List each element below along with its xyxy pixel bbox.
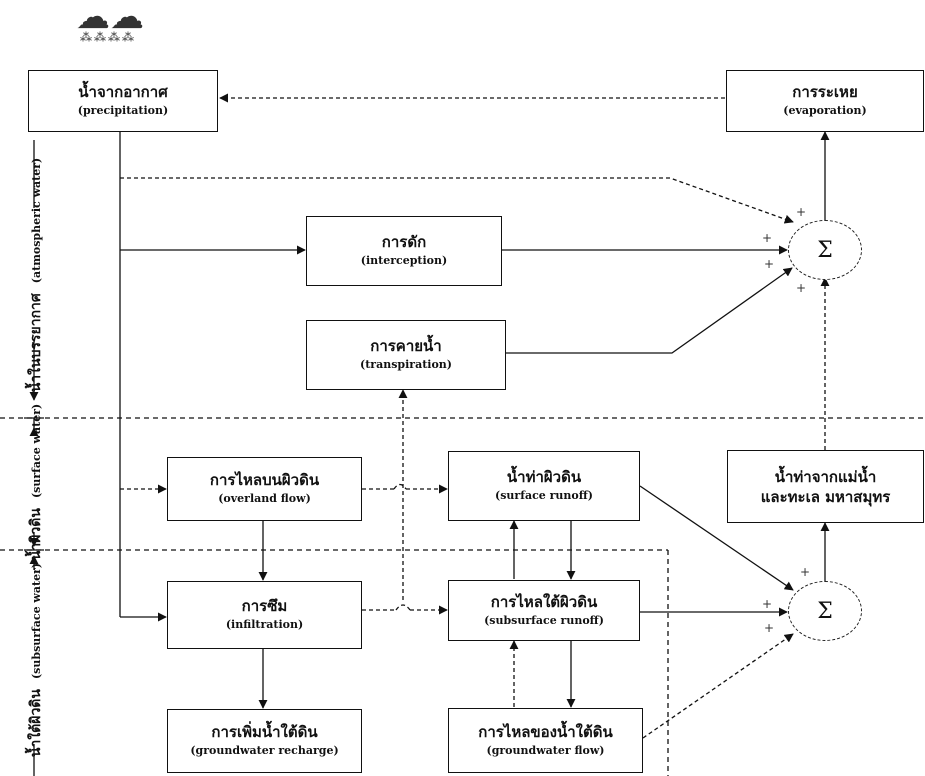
overland-flow-en: (overland flow) — [218, 492, 311, 505]
plus-sign: + — [800, 565, 811, 579]
rain-drops-icon: ⁂⁂⁂⁂ — [80, 30, 136, 44]
node-precipitation: น้ำจากอากาศ (precipitation) — [28, 70, 218, 132]
zone-subsurface-th: น้ำใต้ผิวดิน — [28, 689, 44, 758]
node-overland-flow: การไหลบนผิวดิน (overland flow) — [167, 457, 362, 521]
summation-node-upper: Σ — [788, 220, 862, 280]
zone-subsurface-en: (subsurface water) — [30, 562, 43, 680]
zone-atmospheric-en: (atmospheric water) — [30, 157, 43, 284]
river-line1: น้ำท่าจากแม่น้ำ — [774, 467, 877, 486]
node-transpiration: การคายน้ำ (transpiration) — [306, 320, 506, 390]
evaporation-en: (evaporation) — [783, 104, 867, 117]
subsurface-runoff-th: การไหลใต้ผิวดิน — [490, 592, 598, 611]
node-infiltration: การซึม (infiltration) — [167, 581, 362, 649]
plus-sign: + — [762, 231, 773, 245]
transpiration-th: การคายน้ำ — [370, 337, 442, 355]
infiltration-en: (infiltration) — [225, 618, 304, 631]
interception-en: (interception) — [360, 254, 448, 267]
node-groundwater-flow: การไหลของน้ำใต้ดิน (groundwater flow) — [448, 708, 643, 773]
zone-surface-en: (surface water) — [30, 403, 43, 499]
river-line2: และทะเล มหาสมุทร — [760, 487, 891, 506]
interception-th: การดัก — [381, 233, 427, 251]
overland-flow-th: การไหลบนผิวดิน — [209, 471, 320, 489]
groundwater-recharge-th: การเพิ่มน้ำใต้ดิน — [211, 723, 318, 741]
groundwater-recharge-en: (groundwater recharge) — [190, 744, 339, 757]
node-groundwater-recharge: การเพิ่มน้ำใต้ดิน (groundwater recharge) — [167, 709, 362, 773]
plus-sign: + — [796, 281, 807, 295]
plus-sign: + — [764, 621, 775, 635]
node-interception: การดัก (interception) — [306, 216, 502, 286]
evaporation-th: การระเหย — [792, 83, 858, 101]
zone-label-subsurface: น้ำใต้ผิวดิน (subsurface water) — [25, 563, 47, 757]
summation-symbol-upper: Σ — [817, 237, 833, 263]
summation-node-lower: Σ — [788, 581, 862, 641]
surface-runoff-th: น้ำท่าผิวดิน — [506, 468, 582, 486]
transpiration-en: (transpiration) — [360, 358, 452, 371]
zone-label-atmospheric: น้ำในบรรยากาศ (atmospheric water) — [25, 158, 47, 393]
zone-label-surface: น้ำผิวดิน (surface water) — [25, 404, 47, 560]
node-surface-runoff: น้ำท่าผิวดิน (surface runoff) — [448, 451, 640, 521]
plus-sign: + — [764, 257, 775, 271]
infiltration-th: การซึม — [241, 597, 288, 615]
zone-atmospheric-th: น้ำในบรรยากาศ — [28, 293, 44, 393]
plus-sign: + — [762, 597, 773, 611]
groundwater-flow-en: (groundwater flow) — [486, 743, 605, 757]
plus-sign: + — [796, 205, 807, 219]
summation-symbol-lower: Σ — [817, 598, 833, 624]
surface-runoff-en: (surface runoff) — [495, 489, 593, 502]
precipitation-en: (precipitation) — [77, 104, 169, 117]
zone-surface-th: น้ำผิวดิน — [28, 508, 44, 561]
subsurface-runoff-en: (subsurface runoff) — [484, 613, 604, 627]
precipitation-th: น้ำจากอากาศ — [78, 83, 168, 101]
groundwater-flow-th: การไหลของน้ำใต้ดิน — [478, 722, 613, 741]
node-evaporation: การระเหย (evaporation) — [726, 70, 924, 132]
rain-cloud-icon: ☁☁ — [76, 0, 144, 37]
node-river-sea-ocean: น้ำท่าจากแม่น้ำ และทะเล มหาสมุทร — [727, 450, 924, 523]
node-subsurface-runoff: การไหลใต้ผิวดิน (subsurface runoff) — [448, 580, 640, 641]
